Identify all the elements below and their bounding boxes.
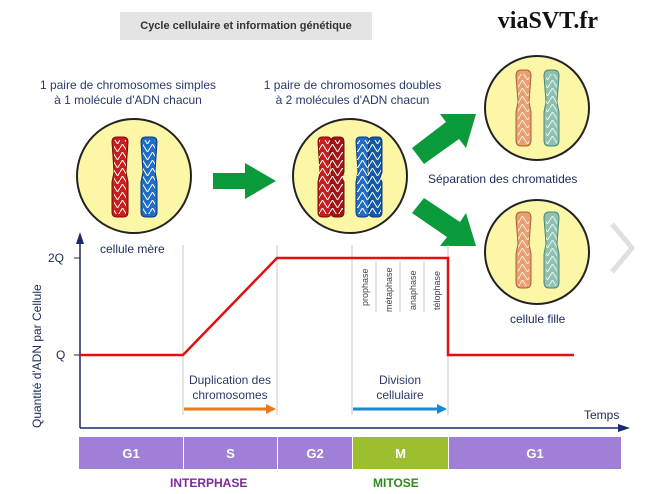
caption-line: à 1 molécule d'ADN chacun [54, 93, 202, 107]
subphase-metaphase: métaphase [384, 267, 394, 312]
daughter-cell-top [484, 55, 590, 161]
duplication-arrow [184, 404, 276, 414]
double-chromosome-cell [292, 118, 408, 234]
mother-cell-label: cellule mère [100, 242, 165, 256]
label-line: chromosomes [192, 388, 268, 402]
phase-m: M [352, 436, 449, 470]
green-arrow-icon [213, 163, 276, 199]
division-label: Division cellulaire [355, 373, 445, 403]
label-line: cellulaire [376, 388, 424, 402]
chevron-right-icon[interactable] [610, 222, 636, 274]
brand-logo-text: viaSVT.fr [497, 8, 598, 34]
daughter-cell-label: cellule fille [510, 312, 566, 326]
mother-cell [76, 118, 192, 234]
label-line: Duplication des [188, 373, 272, 387]
dna-quantity-curve [80, 256, 574, 357]
y-axis-label: Quantité d'ADN par Cellule [30, 284, 44, 428]
graph-axes [74, 232, 630, 432]
double-chromosome-caption: 1 paire de chromosomes doubles à 2 moléc… [240, 78, 465, 108]
division-arrow [353, 404, 447, 414]
y-tick-2q: 2Q [48, 251, 65, 265]
interphase-label: INTERPHASE [170, 476, 248, 490]
blue-double-chromosome [355, 136, 383, 218]
page-title: Cycle cellulaire et information génétiqu… [120, 12, 372, 40]
red-chromosome [111, 136, 129, 218]
y-tick-q: Q [56, 348, 66, 362]
green-arrow-down-icon [412, 198, 476, 246]
subphase-prophase: prophase [360, 268, 370, 306]
red-double-chromosome [317, 136, 345, 218]
caption-line: 1 paire de chromosomes simples [39, 78, 217, 92]
green-arrow-up-icon [412, 114, 476, 164]
phase-g1-start: G1 [78, 436, 184, 470]
daughter-cell-bottom [484, 199, 590, 305]
phase-s: S [183, 436, 278, 470]
x-axis-label: Temps [584, 408, 620, 422]
caption-line: 1 paire de chromosomes doubles [263, 78, 442, 92]
mitose-label: MITOSE [373, 476, 419, 490]
caption-line: à 2 molécules d'ADN chacun [275, 93, 430, 107]
subphase-anaphase: anaphase [408, 270, 418, 310]
separation-caption: Séparation des chromatides [428, 172, 578, 186]
duplication-label: Duplication des chromosomes [175, 373, 285, 403]
blue-chromosome [140, 136, 158, 218]
mother-chromosome-caption: 1 paire de chromosomes simples à 1 moléc… [18, 78, 238, 108]
subphase-telophase: télophase [432, 270, 442, 310]
phase-g1-end: G1 [448, 436, 622, 470]
phase-g2: G2 [277, 436, 353, 470]
label-line: Division [378, 373, 421, 387]
